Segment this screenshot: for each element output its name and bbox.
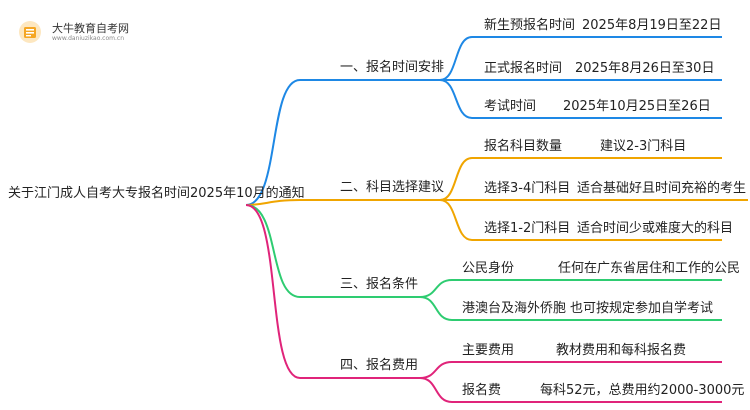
- branch-2-item-3-value: 适合时间少或难度大的科目: [577, 221, 734, 236]
- logo-url: www.daniuzikao.com.cn: [52, 35, 124, 42]
- root-to-branch-1-line: [245, 79, 440, 206]
- branch-2-to-item-1-line: [439, 157, 722, 201]
- branch-2-label: 二、科目选择建议: [340, 180, 445, 195]
- site-logo: 大牛教育自考网 www.daniuzikao.com.cn: [14, 18, 134, 48]
- branch-3-label: 三、报名条件: [340, 277, 419, 292]
- root-to-branch-2-line: [245, 199, 440, 206]
- branch-1-item-2-value: 2025年8月26日至30日: [575, 61, 715, 76]
- branch-4-to-item-1-line: [419, 361, 722, 379]
- root-to-branch-3-line: [245, 204, 420, 298]
- branch-3-item-2-value: 也可按规定参加自学考试: [570, 301, 714, 316]
- root-to-branch-4-line: [245, 204, 420, 379]
- branch-4-connectors: [245, 204, 722, 403]
- branch-1-item-1-key: 新生预报名时间: [484, 18, 576, 33]
- branch-4-item-2-value: 每科52元，总费用约2000-3000元: [540, 383, 745, 398]
- branch-2-item-3-key: 选择1-2门科目: [484, 221, 571, 236]
- branch-1-item-2-key: 正式报名时间: [484, 61, 563, 76]
- branch-2-item-2-key: 选择3-4门科目: [484, 181, 571, 196]
- branch-4-label: 四、报名费用: [340, 358, 419, 373]
- branch-3-item-2-key: 港澳台及海外侨胞: [462, 301, 567, 316]
- branch-2-item-2-value: 适合基础好且时间充裕的考生: [577, 181, 747, 196]
- branch-1-label: 一、报名时间安排: [340, 60, 445, 75]
- branch-4-item-2-key: 报名费: [462, 383, 502, 398]
- branch-1-to-item-1-line: [439, 36, 722, 81]
- branch-1-item-1-value: 2025年8月19日至22日: [582, 18, 722, 33]
- branch-3-item-1-key: 公民身份: [462, 261, 515, 276]
- branch-3-to-item-2-line: [419, 296, 722, 321]
- branch-4-item-1-value: 教材费用和每科报名费: [556, 343, 687, 358]
- branch-4-to-item-2-line: [419, 377, 722, 403]
- branch-3-to-item-1-line: [419, 279, 722, 298]
- branch-4-item-1-key: 主要费用: [462, 343, 515, 358]
- branch-2-item-1-value: 建议2-3门科目: [600, 139, 687, 154]
- branch-1-connectors: [245, 36, 722, 206]
- branch-2-connectors: [245, 157, 748, 241]
- branch-1-item-3-value: 2025年10月25日至26日: [563, 99, 711, 114]
- root-topic: 关于江门成人自考大专报名时间2025年10月的通知: [8, 186, 305, 201]
- graduation-book-icon: [19, 21, 41, 43]
- branch-3-item-1-value: 任何在广东省居住和工作的公民: [558, 261, 741, 276]
- branch-1-to-item-3-line: [439, 79, 722, 119]
- branch-2-item-1-key: 报名科目数量: [484, 139, 563, 154]
- logo-title: 大牛教育自考网: [52, 22, 129, 35]
- branch-2-to-item-3-line: [439, 199, 722, 241]
- branch-1-item-3-key: 考试时间: [484, 99, 537, 114]
- branch-3-connectors: [245, 204, 722, 321]
